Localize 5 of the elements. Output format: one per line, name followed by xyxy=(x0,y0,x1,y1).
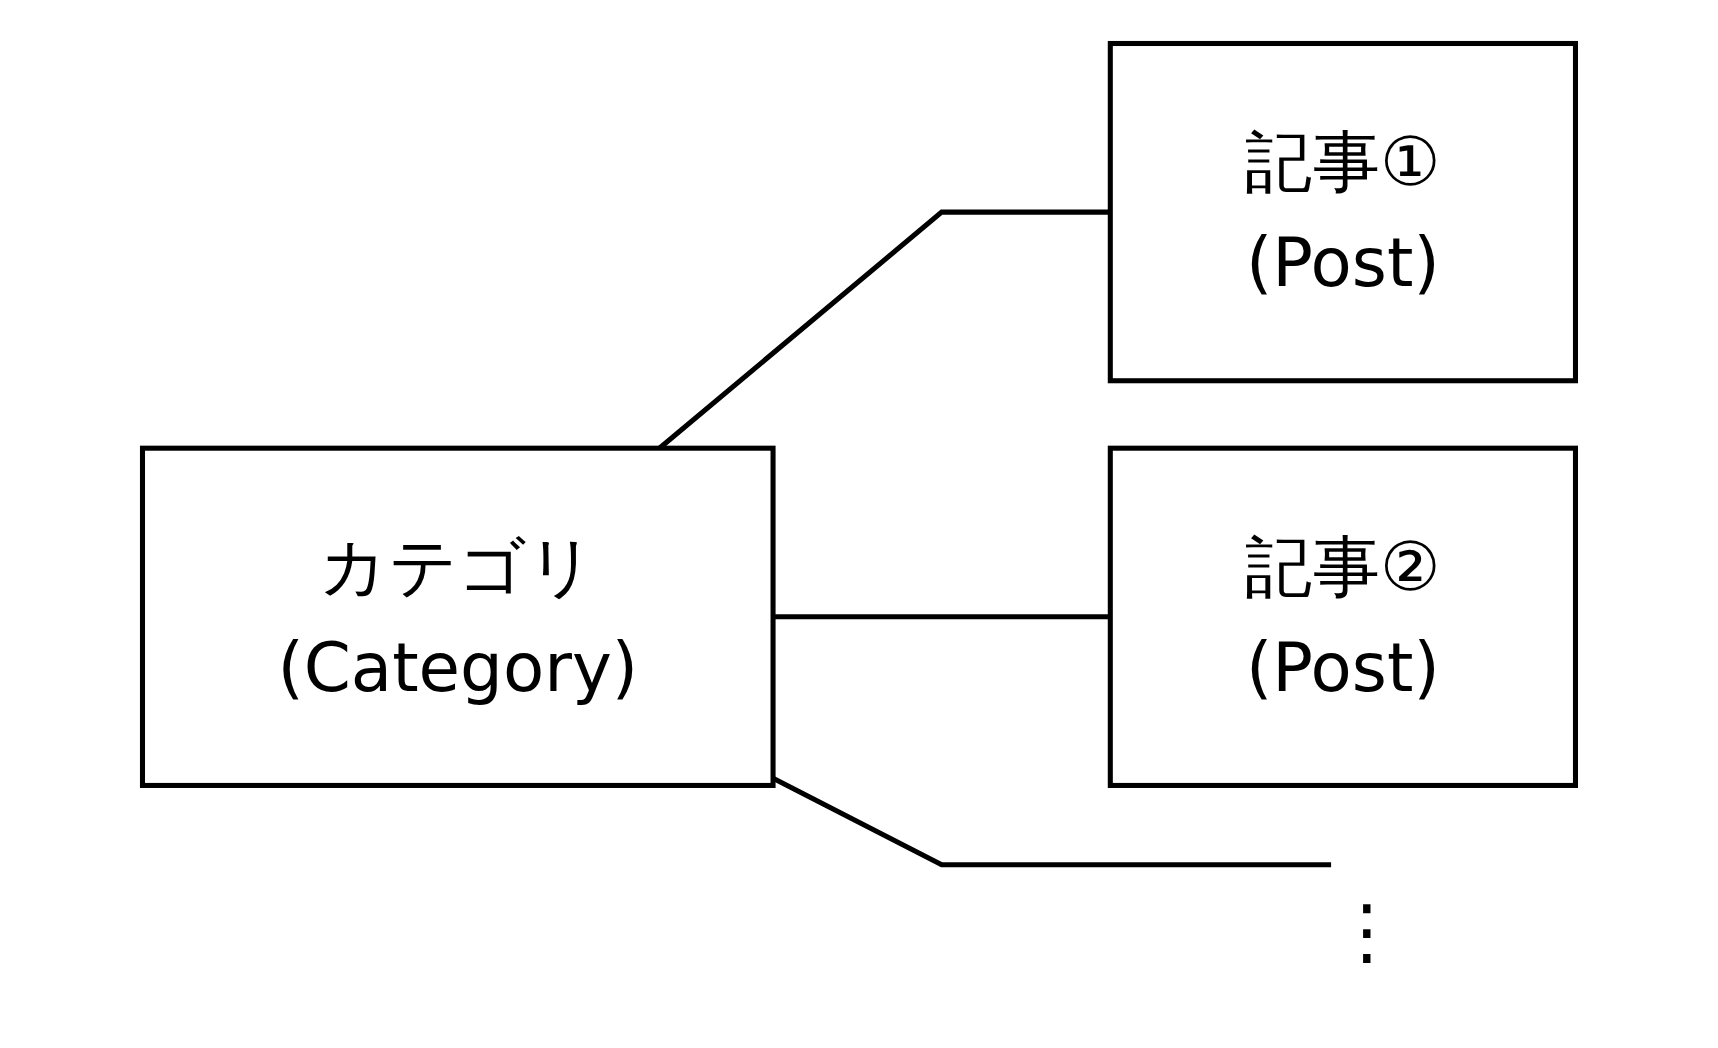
node-box: カテゴリ (Category) xyxy=(140,445,776,788)
ellipsis-mark: ⋮ xyxy=(1330,895,1403,968)
node-box: 記事② (Post) xyxy=(1107,445,1578,788)
connector xyxy=(773,614,1111,620)
node-box: 記事① (Post) xyxy=(1107,40,1578,384)
